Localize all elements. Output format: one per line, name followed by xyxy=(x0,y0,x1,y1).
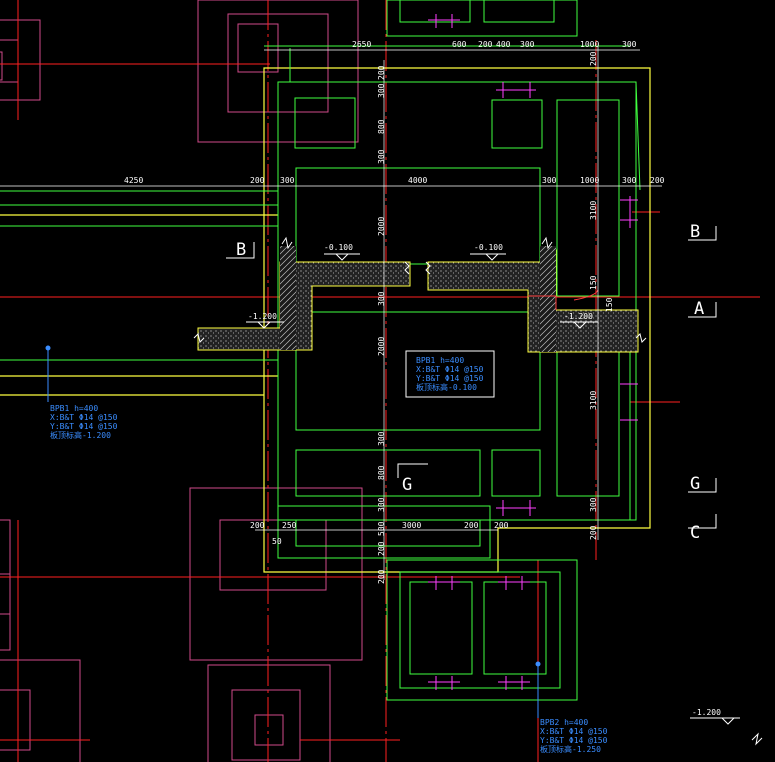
section-tag-g-center: G xyxy=(402,475,412,495)
dim-bottom-5: 200 xyxy=(494,521,509,530)
note-bpb2-line-1: X:B&T Φ14 @150 xyxy=(540,727,608,736)
break-marks xyxy=(193,236,763,746)
dim-bottom-3: 3000 xyxy=(402,521,421,530)
dim-rv-0: 200 xyxy=(589,51,598,66)
dimension-texts-bottom: 200 250 50 3000 200 200 xyxy=(250,521,509,546)
note-box xyxy=(405,350,495,398)
note-bpb2-line-2: Y:B&T Φ14 @150 xyxy=(540,736,608,745)
dim-bottom-4: 200 xyxy=(464,521,479,530)
note-bpb1-left-line-0: BPB1 h=400 xyxy=(50,404,98,413)
dimension-texts-top: 2650 600 200 400 300 1000 300 xyxy=(352,40,637,49)
dim-bottom-1: 250 xyxy=(282,521,297,530)
dim-mid-5: 1000 xyxy=(580,176,599,185)
dim-lv-4: 2000 xyxy=(377,217,386,236)
dim-mid-3: 4000 xyxy=(408,176,427,185)
dim-mid-0: 4250 xyxy=(124,176,143,185)
dim-rv-1: 3100 xyxy=(589,201,598,220)
dimension-texts-left-vertical: 200 300 800 300 2000 300 2000 300 800 30… xyxy=(377,65,386,584)
section-tag-b-right: B xyxy=(690,222,700,242)
dim-top-0: 2650 xyxy=(352,40,371,49)
dim-top-2: 200 xyxy=(478,40,493,49)
section-tags: B B A G G C xyxy=(236,222,704,543)
dim-mid-6: 300 xyxy=(622,176,637,185)
dim-lv-2: 800 xyxy=(377,119,386,134)
rebar-marks xyxy=(428,14,638,690)
dim-mid-4: 300 xyxy=(542,176,557,185)
note-bpb1-left-line-2: Y:B&T Φ14 @150 xyxy=(50,422,118,431)
dim-rv-6: 200 xyxy=(589,525,598,540)
dim-lv-3: 300 xyxy=(377,149,386,164)
level-texts: -0.100 -0.100 -1.200 -1.200 -1.200 xyxy=(248,243,721,717)
level-marks xyxy=(246,253,740,725)
dimension-lines xyxy=(0,46,662,580)
dim-top-4: 300 xyxy=(520,40,535,49)
note-bpb1-center-line-0: BPB1 h=400 xyxy=(416,356,464,365)
section-tag-g-right: G xyxy=(690,474,700,494)
dim-top-5: 1000 xyxy=(580,40,599,49)
dim-lv-7: 300 xyxy=(377,431,386,446)
dim-mid-2: 300 xyxy=(280,176,295,185)
dim-top-3: 400 xyxy=(496,40,511,49)
dim-lv-12: 200 xyxy=(377,569,386,584)
slab-outlines xyxy=(0,67,651,573)
dim-rv-2: 150 xyxy=(589,275,598,290)
dim-lv-1: 300 xyxy=(377,83,386,98)
level-right-slab: -0.100 xyxy=(474,243,503,252)
dim-bottom-2: 50 xyxy=(272,537,282,546)
dimension-texts-mid: 4250 200 300 4000 300 1000 300 200 xyxy=(124,176,665,185)
note-bpb2-line-0: BPB2 h=400 xyxy=(540,718,588,727)
dim-lv-0: 200 xyxy=(377,65,386,80)
section-tag-b-left: B xyxy=(236,240,246,260)
note-bpb1-left-line-3: 板顶标高-1.200 xyxy=(50,430,111,440)
foundation-outlines xyxy=(0,0,363,762)
note-bpb1-left-line-1: X:B&T Φ14 @150 xyxy=(50,413,118,422)
note-bpb2-bottom: BPB2 h=400 X:B&T Φ14 @150 Y:B&T Φ14 @150… xyxy=(540,718,608,754)
section-cut xyxy=(197,246,639,353)
dim-top-1: 600 xyxy=(452,40,467,49)
level-far-right: -1.200 xyxy=(692,708,721,717)
dimension-texts-right-vertical: 200 3100 150 150 3100 300 200 xyxy=(589,51,614,540)
dim-bottom-0: 200 xyxy=(250,521,265,530)
dim-lv-11: 200 xyxy=(377,541,386,556)
dim-lv-6: 2000 xyxy=(377,337,386,356)
section-tag-c: C xyxy=(690,523,700,543)
note-bpb1-center-line-2: Y:B&T Φ14 @150 xyxy=(416,374,484,383)
dim-lv-8: 800 xyxy=(377,465,386,480)
section-tag-lines xyxy=(226,226,717,529)
dim-rv-5: 300 xyxy=(589,497,598,512)
note-leaders xyxy=(45,345,541,718)
dim-lv-9: 300 xyxy=(377,497,386,512)
note-bpb1-center: BPB1 h=400 X:B&T Φ14 @150 Y:B&T Φ14 @150… xyxy=(416,356,484,392)
level-left-pit: -1.200 xyxy=(248,312,277,321)
note-bpb2-line-3: 板顶标高-1.250 xyxy=(540,744,601,754)
dim-lv-5: 300 xyxy=(377,291,386,306)
dim-top-6: 300 xyxy=(622,40,637,49)
dim-mid-7: 200 xyxy=(650,176,665,185)
dim-lv-10: 500 xyxy=(377,521,386,536)
level-left-slab: -0.100 xyxy=(324,243,353,252)
section-tag-a: A xyxy=(694,299,704,319)
dim-rv-4: 3100 xyxy=(589,391,598,410)
dim-mid-1: 200 xyxy=(250,176,265,185)
beam-lines xyxy=(0,0,641,701)
note-bpb1-center-line-3: 板顶标高-0.100 xyxy=(416,382,477,392)
dim-rv-3: 150 xyxy=(605,297,614,312)
level-right-pit: -1.200 xyxy=(564,312,593,321)
note-bpb1-center-line-1: X:B&T Φ14 @150 xyxy=(416,365,484,374)
note-bpb1-left: BPB1 h=400 X:B&T Φ14 @150 Y:B&T Φ14 @150… xyxy=(50,404,118,440)
